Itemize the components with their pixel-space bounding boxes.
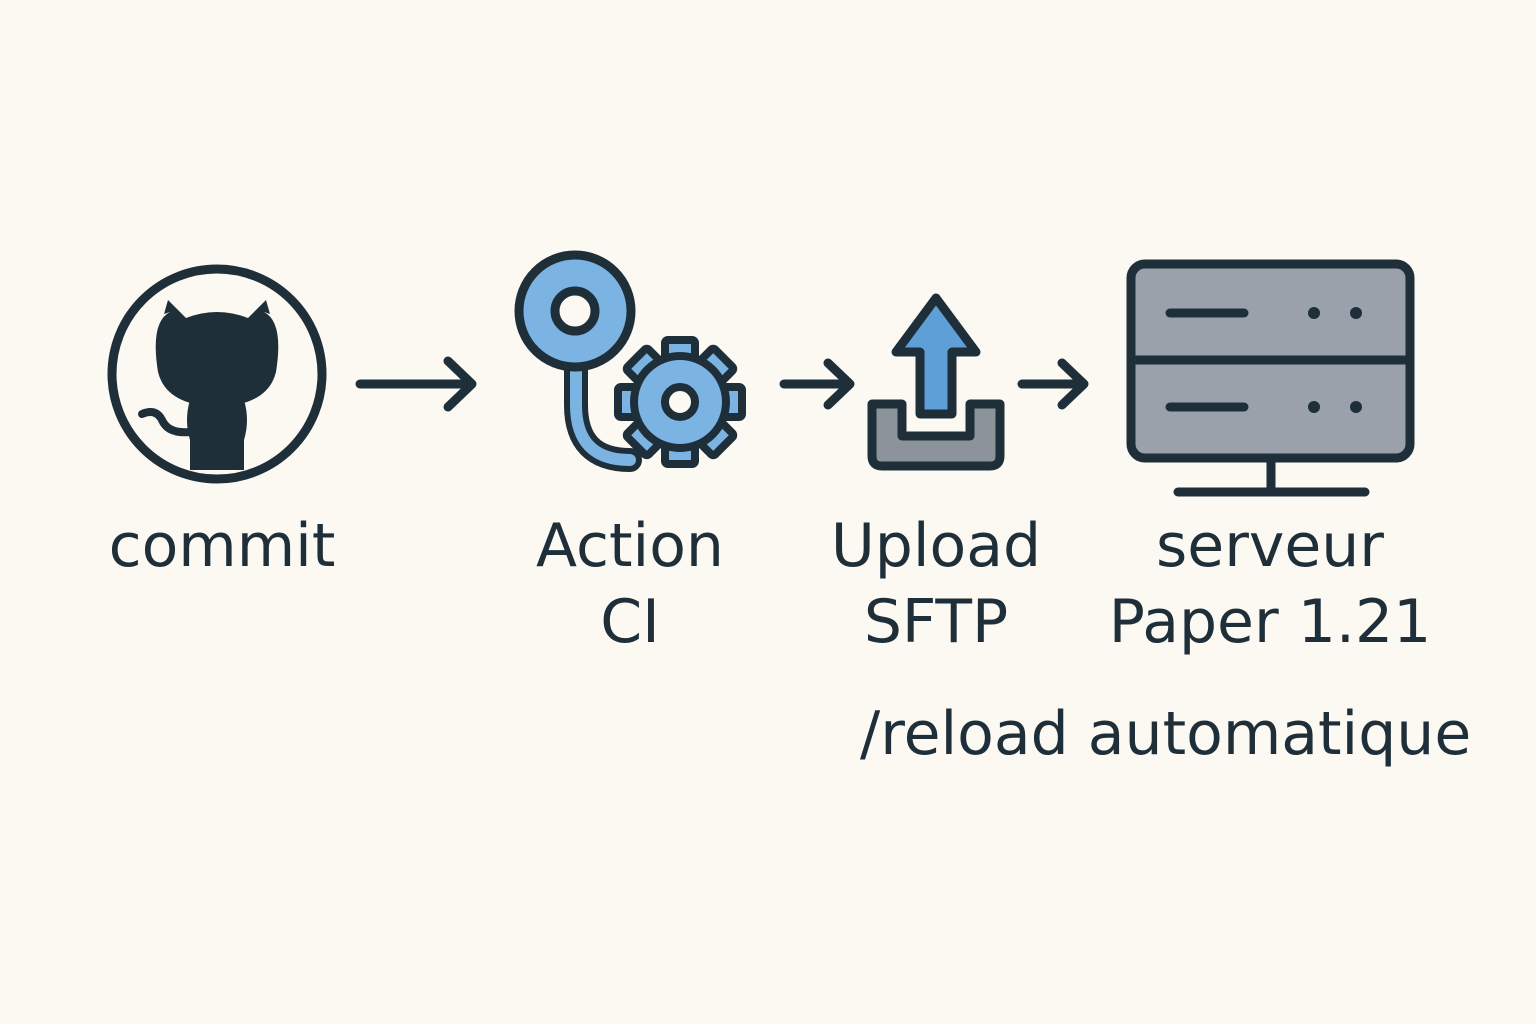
action-label-line2: CI [600, 587, 660, 657]
arrow-commit-to-action [355, 356, 477, 412]
reload-note: /reload automatique [860, 696, 1500, 772]
upload-label-line2: SFTP [863, 587, 1009, 657]
upload-label-line1: Upload [830, 511, 1042, 581]
server-label-line1: serveur [1156, 511, 1384, 581]
arrow-action-to-upload [779, 358, 855, 410]
step-label-server: serveur Paper 1.21 [1090, 508, 1450, 660]
upload-tray-icon [867, 293, 1005, 471]
step-label-upload: Upload SFTP [786, 508, 1086, 660]
github-octocat-icon [107, 264, 327, 484]
step-label-commit: commit [72, 508, 372, 584]
server-rack-icon [1126, 259, 1415, 497]
action-label-line1: Action [536, 511, 724, 581]
github-actions-gear-icon [514, 250, 746, 472]
step-label-action: Action CI [480, 508, 780, 660]
server-label-line2: Paper 1.21 [1108, 587, 1432, 657]
commit-label: commit [108, 511, 336, 581]
arrow-upload-to-server [1017, 358, 1089, 410]
reload-note-text: /reload automatique [860, 699, 1472, 769]
